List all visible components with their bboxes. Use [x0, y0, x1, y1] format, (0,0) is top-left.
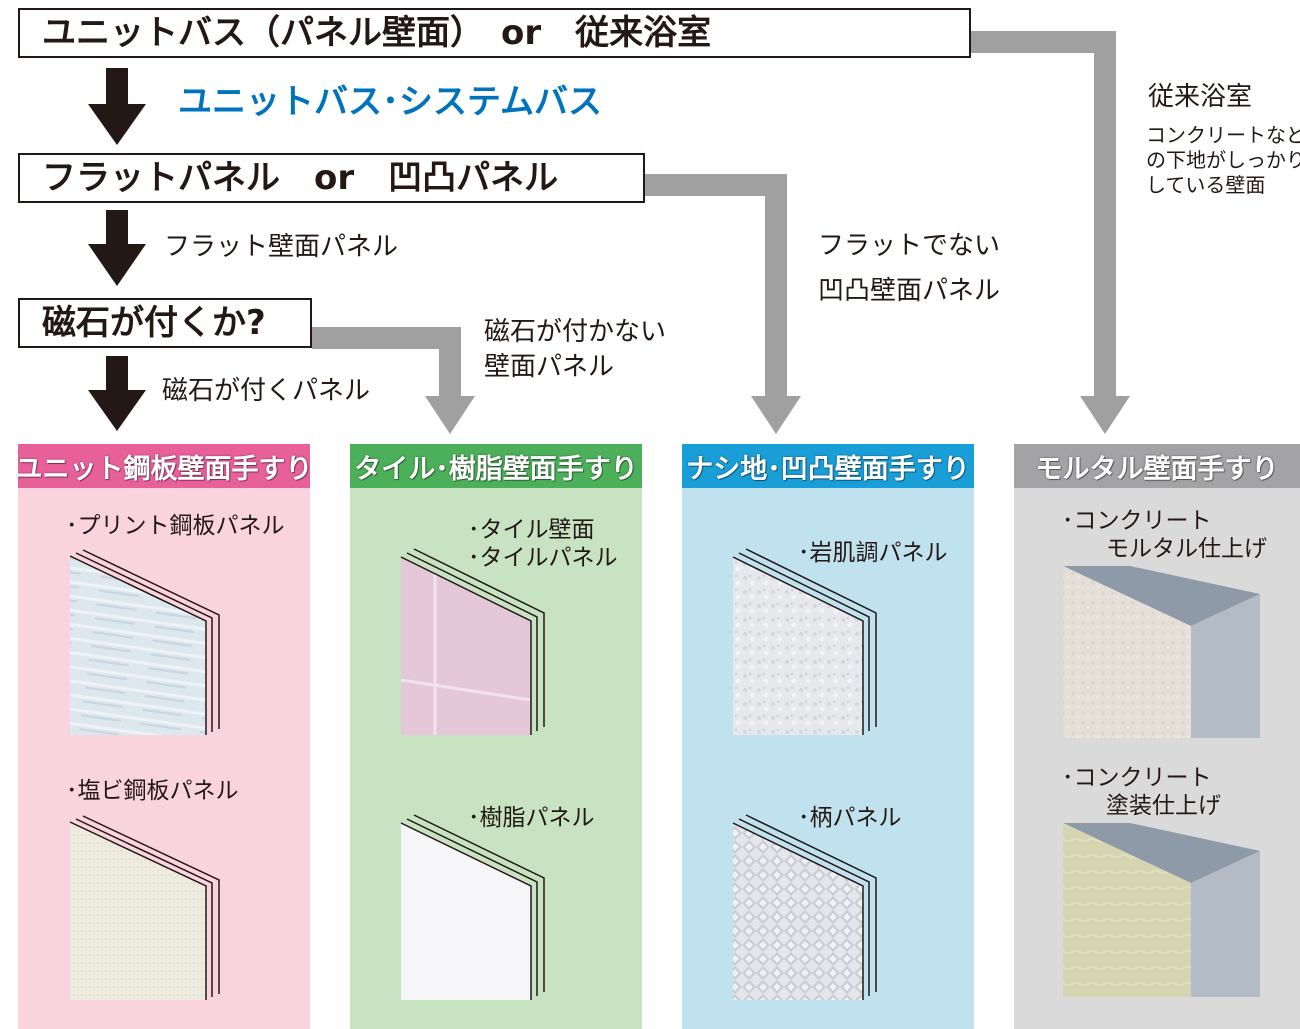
- non-flat-label-2: 凹凸壁面パネル: [818, 276, 1001, 306]
- magnet-no-label-1: 磁石が付かない: [484, 317, 667, 347]
- question-bath-type: ユニットバス（パネル壁面） or 従来浴室: [18, 8, 971, 58]
- category-title: ナシ地･凹凸壁面手すり: [682, 444, 974, 488]
- print-steel-panel-illustration: [69, 549, 220, 735]
- category-tile-resin: タイル･樹脂壁面手すり: [350, 444, 642, 1029]
- question-magnet: 磁石が付くか?: [18, 298, 312, 348]
- panel-label: 塗装仕上げ: [1106, 793, 1221, 819]
- panel-label: ･タイルパネル: [468, 545, 618, 571]
- panel-label: ･柄パネル: [798, 805, 902, 831]
- panel-label: ･コンクリート: [1062, 765, 1212, 791]
- magnet-yes-label: 磁石が付くパネル: [162, 376, 371, 406]
- conventional-title: 従来浴室: [1148, 82, 1253, 112]
- conventional-desc-2: の下地がしっかり: [1146, 148, 1300, 172]
- panel-label: モルタル仕上げ: [1106, 536, 1267, 562]
- arrow-down-3: [88, 356, 146, 431]
- mortar-block-illustration: [1063, 566, 1260, 738]
- panel-label: ･塩ビ鋼板パネル: [66, 778, 239, 804]
- category-title: ユニット鋼板壁面手すり: [16, 444, 313, 488]
- category-title: タイル･樹脂壁面手すり: [350, 444, 642, 488]
- panel-label: ･プリント鋼板パネル: [66, 513, 285, 539]
- magnet-no-label-2: 壁面パネル: [484, 352, 615, 382]
- arrow-down-2: [88, 210, 146, 286]
- arrow-uneven: [645, 174, 787, 400]
- panel-label: ･タイル壁面: [468, 517, 595, 543]
- flat-label: フラット壁面パネル: [164, 232, 399, 262]
- category-textured: ナシ地･凹凸壁面手すり: [682, 444, 974, 1029]
- conventional-desc-3: している壁面: [1146, 173, 1266, 197]
- pattern-panel-illustration: [732, 814, 877, 1000]
- category-title: モルタル壁面手すり: [1014, 444, 1300, 488]
- rock-texture-panel-illustration: [732, 548, 877, 735]
- tile-panel-illustration: [400, 548, 545, 735]
- arrow-non-magnetic: [312, 327, 461, 400]
- pvc-steel-panel-illustration: [69, 815, 220, 1000]
- non-flat-label-1: フラットでない: [818, 231, 1001, 261]
- panel-label: ･岩肌調パネル: [798, 540, 948, 566]
- resin-panel-illustration: [400, 814, 545, 1000]
- panel-label: ･樹脂パネル: [468, 805, 595, 831]
- unit-bath-label: ユニットバス･システムバス: [178, 82, 602, 122]
- panel-label: ･コンクリート: [1062, 508, 1212, 534]
- arrow-conventional: [970, 31, 1116, 400]
- painted-block-illustration: [1063, 823, 1260, 997]
- conventional-desc-1: コンクリートなど: [1146, 123, 1300, 147]
- question-panel-type: フラットパネル or 凹凸パネル: [18, 153, 645, 203]
- arrow-down-1: [88, 68, 146, 145]
